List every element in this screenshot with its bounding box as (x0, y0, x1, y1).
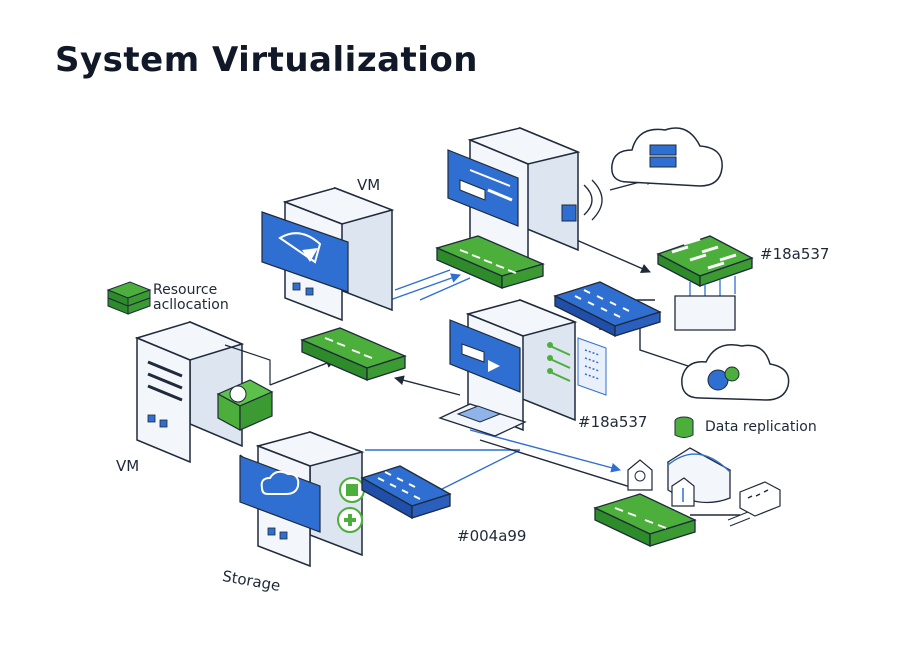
home-icon (627, 459, 653, 491)
page-title: System Virtualization (55, 40, 479, 80)
server-icon (649, 144, 677, 156)
panel-icon-right (656, 235, 754, 331)
link-switch-up (419, 277, 471, 301)
switch-icon-storage (360, 465, 452, 520)
label-data-replication: Data replication (705, 419, 817, 435)
switch-icon-bottom (593, 493, 697, 548)
server-vm-left (134, 320, 274, 464)
label-vm-top: VM (357, 176, 381, 194)
link-vm-to-switch-2 (394, 269, 451, 291)
switch-icon-middle (300, 327, 407, 381)
link-center-to-switch (394, 375, 461, 396)
server-storage (239, 430, 365, 568)
label-hex-middle: #18a537 (578, 413, 648, 431)
label-resource-allocation: Resource acllocation (153, 283, 229, 313)
label-resource-line2: acllocation (153, 297, 229, 313)
link-server-to-panel (564, 234, 651, 273)
link-vm-to-switch (389, 273, 461, 301)
label-hex-bottom: #004a99 (457, 527, 527, 545)
server-center (438, 298, 607, 437)
link-resource-to-switch (269, 358, 336, 386)
server-icon-lower (649, 156, 677, 168)
label-hex-top-right: #18a537 (760, 245, 830, 263)
device-box-icon (739, 481, 781, 517)
vm-screen-icon (447, 149, 519, 227)
switch-icon-right (553, 281, 662, 338)
link-center-to-rack-2 (479, 439, 641, 491)
cloud-icon-top (611, 127, 723, 187)
rack-bottom-right (627, 447, 781, 527)
server-vm-top (261, 186, 395, 322)
database-icon-green (674, 416, 694, 438)
stack-icon (106, 281, 152, 315)
server-top-center (447, 126, 603, 264)
label-vm-left: VM (116, 457, 140, 475)
label-resource-line1: Resource (153, 282, 218, 298)
lock-icon (561, 204, 577, 222)
cloud-icon-right (681, 344, 790, 401)
vm-screen-icon (449, 319, 521, 393)
database-icon (229, 385, 247, 403)
switch-icon-top (435, 235, 545, 289)
link-panel-to-cloud (639, 320, 701, 371)
cloud-icon (260, 470, 300, 495)
